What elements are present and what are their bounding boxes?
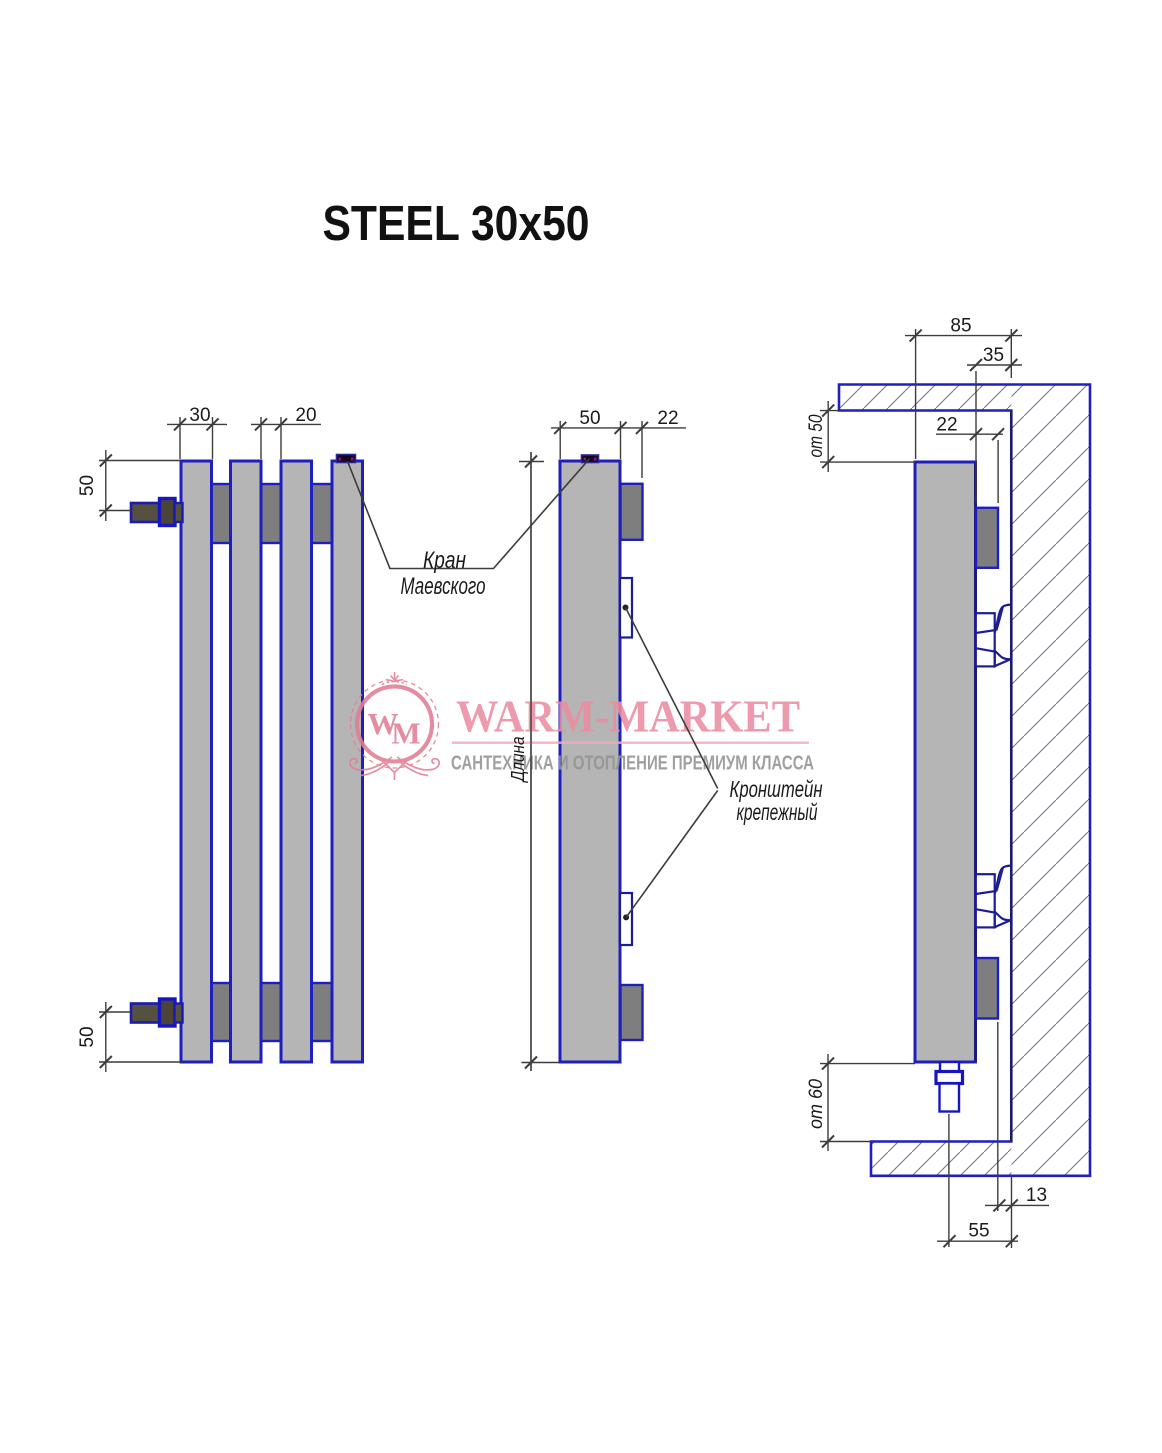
svg-text:50: 50 bbox=[77, 1026, 98, 1047]
svg-text:22: 22 bbox=[657, 408, 678, 429]
svg-text:85: 85 bbox=[950, 316, 971, 337]
svg-text:50: 50 bbox=[77, 475, 98, 496]
svg-text:Длина: Длина bbox=[507, 737, 528, 784]
svg-text:20: 20 bbox=[295, 405, 316, 426]
svg-text:WARM-MARKET: WARM-MARKET bbox=[456, 691, 800, 742]
svg-text:35: 35 bbox=[983, 345, 1004, 366]
svg-text:30: 30 bbox=[189, 405, 210, 426]
svg-text:55: 55 bbox=[968, 1221, 989, 1242]
svg-text:крепежный: крепежный bbox=[737, 799, 818, 825]
svg-text:Кран: Кран bbox=[423, 547, 466, 574]
svg-text:от 50: от 50 bbox=[806, 414, 827, 457]
svg-text:22: 22 bbox=[936, 415, 957, 436]
svg-text:W: W bbox=[368, 706, 399, 741]
svg-text:Маевского: Маевского bbox=[401, 573, 486, 600]
svg-text:13: 13 bbox=[1026, 1185, 1047, 1206]
svg-text:M: M bbox=[391, 716, 420, 751]
svg-text:Кронштейн: Кронштейн bbox=[730, 776, 823, 802]
svg-text:STEEL 30x50: STEEL 30x50 bbox=[323, 197, 590, 251]
svg-text:50: 50 bbox=[579, 408, 600, 429]
svg-text:САНТЕХНИКА И ОТОПЛЕНИЕ ПРЕМИУМ: САНТЕХНИКА И ОТОПЛЕНИЕ ПРЕМИУМ КЛАССА bbox=[451, 753, 814, 775]
svg-text:от 60: от 60 bbox=[806, 1079, 827, 1129]
